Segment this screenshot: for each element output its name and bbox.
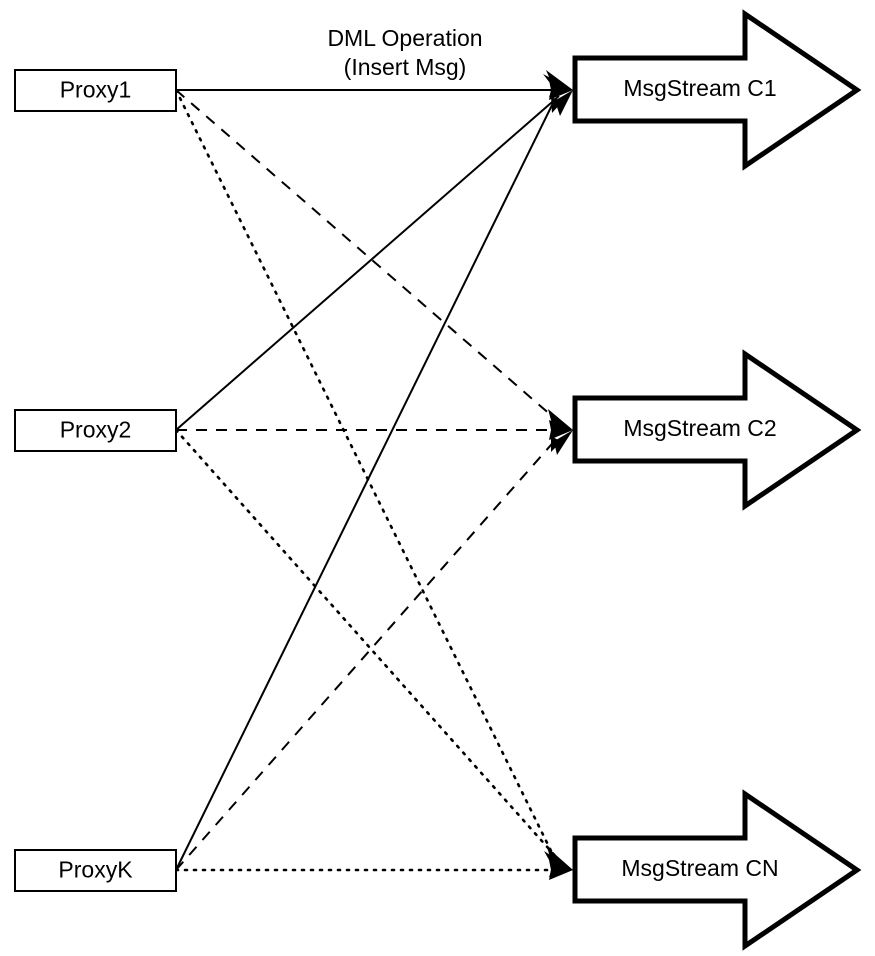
edge-proxy2-to-msgstream-c1: [175, 95, 560, 431]
edge-proxy1-to-msgstream-c2: [175, 89, 561, 424]
node-proxyk[interactable]: ProxyK: [14, 849, 177, 892]
node-proxy1[interactable]: Proxy1: [14, 69, 177, 112]
proxy2-label: Proxy2: [60, 417, 132, 443]
edge-group-proxy2: [174, 95, 567, 860]
node-msgstream-c1[interactable]: MsgStream C1: [572, 9, 862, 171]
edge-caption-line2: (Insert Msg): [344, 54, 467, 80]
arrowheads-msgstream-c1: [543, 70, 573, 116]
arrowheads-msgstream-cn: [544, 847, 573, 880]
arrowhead-icon: [543, 74, 573, 97]
msgstream-cn-label: MsgStream CN: [621, 855, 778, 881]
msgstream-cn-arrow-shape[interactable]: [572, 789, 862, 951]
arrowhead-icon: [554, 90, 573, 116]
edge-proxy1-to-msgstream-cn: [174, 88, 558, 863]
proxyk-label: ProxyK: [58, 857, 133, 883]
edge-caption-line1: DML Operation: [327, 25, 482, 51]
edge-group-proxy1: [174, 88, 567, 863]
edge-group-proxyk: [174, 98, 569, 872]
proxy2-box[interactable]: [14, 409, 177, 452]
edge-proxyk-to-msgstream-c2: [175, 436, 559, 871]
node-proxy2[interactable]: Proxy2: [14, 409, 177, 452]
msgstream-c1-arrow-shape[interactable]: [572, 9, 862, 171]
node-msgstream-cn[interactable]: MsgStream CN: [572, 789, 862, 951]
arrowhead-icon: [544, 851, 573, 877]
node-msgstream-c2[interactable]: MsgStream C2: [572, 349, 862, 511]
arrowhead-icon: [553, 430, 573, 455]
arrowhead-icon: [548, 409, 573, 434]
proxyk-box[interactable]: [14, 849, 177, 892]
edge-caption-dml-operation: DML Operation (Insert Msg): [327, 25, 482, 80]
arrowheads-msgstream-c2: [548, 409, 573, 455]
edge-proxy2-to-msgstream-cn: [174, 428, 559, 860]
msgstream-c1-label: MsgStream C1: [623, 75, 776, 101]
proxy1-box[interactable]: [14, 69, 177, 112]
msgstream-c2-arrow-shape[interactable]: [572, 349, 862, 511]
proxy1-label: Proxy1: [60, 77, 132, 103]
edge-proxyk-to-msgstream-c1: [175, 98, 556, 871]
msgstream-c2-label: MsgStream C2: [623, 415, 776, 441]
